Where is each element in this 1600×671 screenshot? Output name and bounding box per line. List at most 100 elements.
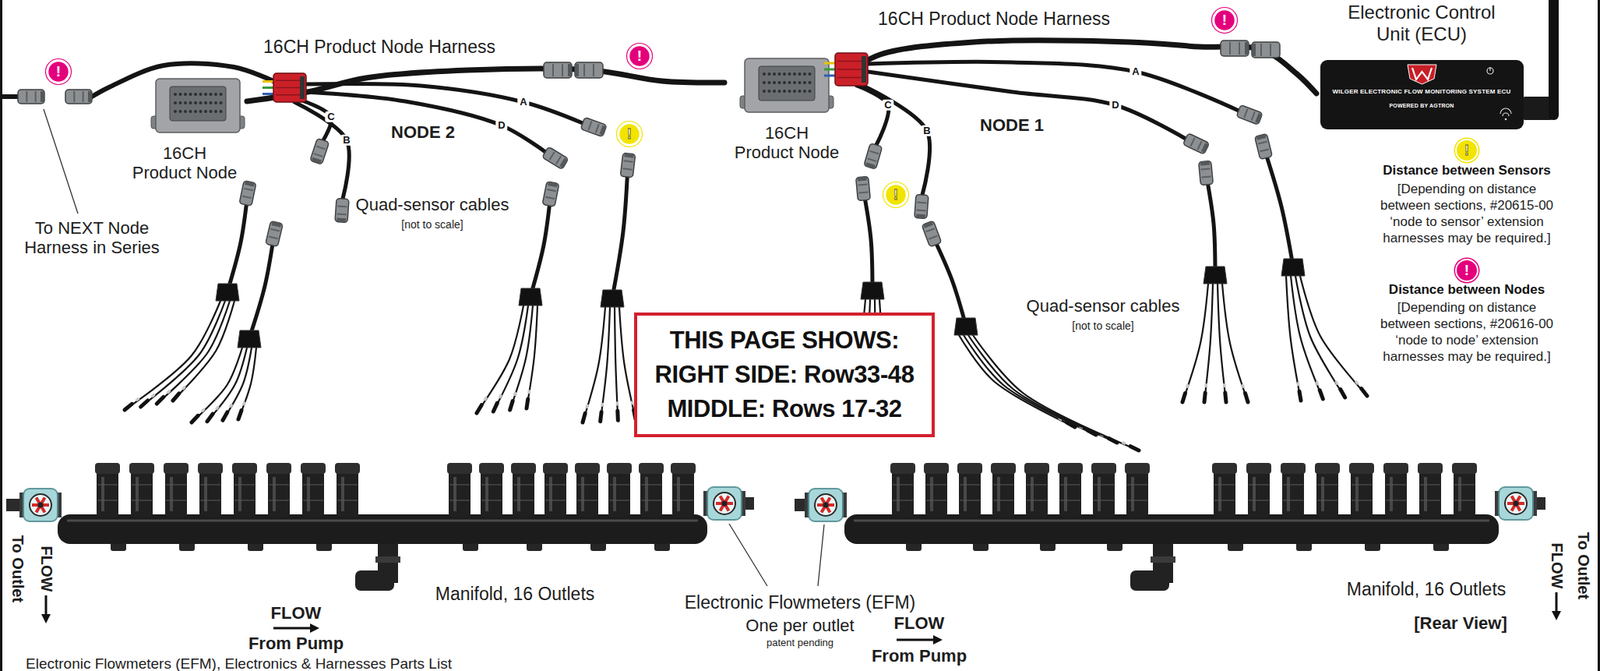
sensor-tip <box>1319 390 1323 399</box>
plug-cap <box>1251 43 1256 57</box>
flow-label: To Outlet <box>1574 532 1593 600</box>
valve-highlight <box>1355 476 1359 512</box>
module-pin <box>792 72 797 76</box>
red-plug-latch <box>861 56 867 83</box>
plug-cap <box>88 91 92 103</box>
valve-rib <box>545 483 566 486</box>
wifi-icon <box>1502 112 1509 117</box>
branch-letter: A <box>1129 66 1142 78</box>
sensor-band <box>182 386 185 390</box>
cable-splitter <box>1281 258 1305 276</box>
module-socket <box>169 86 226 121</box>
harness-cable <box>867 71 1186 139</box>
valve-body <box>672 467 695 518</box>
note-text: [Depending on distance between sections,… <box>1376 180 1558 247</box>
plug-rib <box>916 209 927 212</box>
harness-cable <box>0 94 18 99</box>
module-pin <box>193 109 198 113</box>
valve-rib <box>165 483 187 486</box>
plug-cap <box>1201 142 1209 153</box>
sensor-band <box>527 389 531 394</box>
valve-cap <box>300 462 326 474</box>
valve-rib <box>1420 483 1441 486</box>
flow-arrow-head <box>310 623 320 633</box>
plug-rib <box>549 151 554 160</box>
valve-cap <box>990 462 1016 474</box>
connector-plug <box>856 176 871 201</box>
module-pin <box>214 92 218 96</box>
part-label: Quad-sensor cables <box>355 194 510 215</box>
valve-cap <box>95 462 120 474</box>
sensor-tip <box>1299 391 1301 401</box>
module-pin <box>179 101 183 105</box>
plug-rib <box>337 205 347 208</box>
note-text: [not to scale] <box>1071 319 1134 332</box>
valve-body <box>448 467 471 518</box>
module-pin <box>792 81 797 85</box>
valve-rib <box>1282 499 1304 501</box>
device-text: POWERED BY AGTRON <box>1320 102 1524 110</box>
plug-cap <box>599 125 607 136</box>
valve-rib <box>337 499 358 501</box>
module-pin <box>778 89 782 93</box>
valve-highlight <box>517 476 521 512</box>
valve-rib <box>449 483 470 486</box>
valve-rib <box>1351 499 1372 501</box>
flowmeter <box>794 488 847 522</box>
sensor-tip <box>1204 392 1206 402</box>
callout-ring <box>45 59 72 85</box>
valve-body <box>891 467 914 518</box>
cable-splitter <box>237 330 261 348</box>
valve-rib <box>234 499 255 501</box>
valve-rib <box>1060 483 1081 486</box>
valve-rib <box>993 499 1014 501</box>
valve-body <box>267 467 290 518</box>
valve-cap <box>1124 462 1150 474</box>
sensor-band <box>1204 383 1208 388</box>
plug-rib <box>546 189 557 191</box>
valve-highlight <box>1131 476 1135 512</box>
sensor-wire <box>1300 275 1368 396</box>
sensor-cable <box>227 193 248 292</box>
plug-body <box>1183 133 1210 155</box>
valve-highlight <box>238 476 242 512</box>
plug-body <box>580 116 607 137</box>
frame-line <box>0 0 3 671</box>
valve-cap <box>1280 462 1306 474</box>
flow-arrow-shaft <box>273 627 314 630</box>
branch-letter: B <box>340 134 353 146</box>
branch-letter: A <box>517 96 529 108</box>
sensor-tip <box>1225 392 1227 402</box>
module-pin <box>788 72 792 76</box>
plug-cap <box>547 181 558 187</box>
pipe-highlight <box>853 519 1490 522</box>
connector-plug <box>1251 42 1280 58</box>
sensor-wire <box>972 334 1139 451</box>
valve-rib <box>165 499 187 501</box>
plug-cap <box>923 221 934 229</box>
plug-rib <box>858 183 868 185</box>
module-pin <box>214 109 218 113</box>
plug-rib <box>1238 42 1241 55</box>
module-pin <box>209 109 213 113</box>
connector-plug <box>310 137 330 165</box>
manifold-pipe <box>57 514 708 544</box>
valve-rib <box>303 483 324 486</box>
valve-highlight <box>485 476 489 512</box>
plug-cap <box>40 91 45 103</box>
valve-body <box>336 467 359 518</box>
plug-rib <box>623 160 634 162</box>
cable-splitter <box>1203 266 1227 284</box>
plug-rib <box>243 188 254 191</box>
meter-body <box>1498 486 1534 520</box>
valve-rib <box>1385 499 1407 501</box>
sensor-wire <box>614 306 618 420</box>
plug-body <box>1254 133 1273 160</box>
plug-rib <box>622 168 632 170</box>
valve-body <box>130 467 153 518</box>
valve-rib <box>200 483 221 486</box>
callout-badge <box>618 123 641 145</box>
valve-cap <box>129 462 155 474</box>
valve-rib <box>1351 483 1372 486</box>
valve-body <box>640 467 663 518</box>
